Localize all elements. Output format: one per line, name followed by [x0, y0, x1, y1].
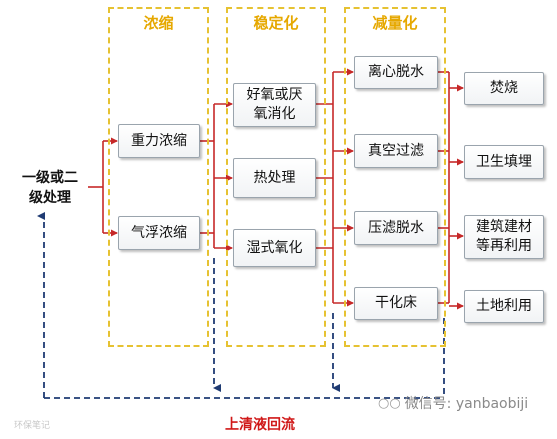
box-label: 真空过滤	[368, 142, 424, 159]
box-incineration: 焚烧	[464, 72, 544, 105]
box-label: 土地利用	[476, 298, 532, 314]
box-land-application: 土地利用	[464, 290, 544, 323]
wechat-watermark: ○○ 微信号: yanbaobiji	[378, 393, 528, 413]
source-line-2: 级处理	[29, 190, 71, 206]
source-watermark: 环保笔记	[14, 421, 51, 431]
box-wet-oxidation: 湿式氧化	[233, 229, 316, 267]
box-label: 干化床	[375, 295, 417, 311]
source-label: 一级或二 级处理	[12, 168, 88, 208]
box-press-dewatering: 压滤脱水	[354, 211, 438, 245]
wechat-id-text: 微信号: yanbaobiji	[404, 396, 529, 412]
box-label: 气浮浓缩	[131, 224, 187, 241]
group-concentration: 浓缩	[108, 7, 209, 347]
group-title-reduction: 减量化	[372, 14, 418, 32]
wechat-icon: ○○	[378, 395, 401, 411]
return-flow-label: 上清液回流	[225, 417, 295, 433]
box-heat-treatment: 热处理	[233, 158, 316, 198]
box-label-line-1: 建筑建材	[476, 219, 532, 235]
box-label-line-1: 好氧或厌	[246, 87, 303, 103]
box-label: 压滤脱水	[368, 219, 424, 236]
box-vacuum-filtration: 真空过滤	[354, 134, 438, 168]
box-flotation-thickening: 气浮浓缩	[118, 216, 200, 250]
box-label: 卫生填埋	[476, 153, 532, 170]
box-sanitary-landfill: 卫生填埋	[464, 145, 544, 179]
group-stabilization: 稳定化	[226, 7, 326, 347]
group-reduction: 减量化	[344, 7, 446, 347]
box-digestion: 好氧或厌 氧消化	[233, 83, 316, 127]
box-building-material-reuse: 建筑建材 等再利用	[464, 215, 544, 259]
box-centrifugal-dewatering: 离心脱水	[354, 56, 438, 89]
box-label: 热处理	[253, 169, 296, 186]
box-label: 离心脱水	[368, 64, 424, 80]
box-label-line-2: 等再利用	[476, 238, 532, 254]
group-title-stabilization: 稳定化	[253, 14, 299, 32]
box-label: 湿式氧化	[246, 239, 303, 256]
box-drying-bed: 干化床	[354, 287, 438, 320]
box-label-line-2: 氧消化	[253, 106, 296, 122]
group-title-concentration: 浓缩	[143, 14, 174, 32]
box-label: 焚烧	[490, 80, 518, 96]
box-gravity-thickening: 重力浓缩	[118, 124, 200, 158]
source-line-1: 一级或二	[22, 170, 78, 186]
box-label: 重力浓缩	[131, 132, 187, 149]
